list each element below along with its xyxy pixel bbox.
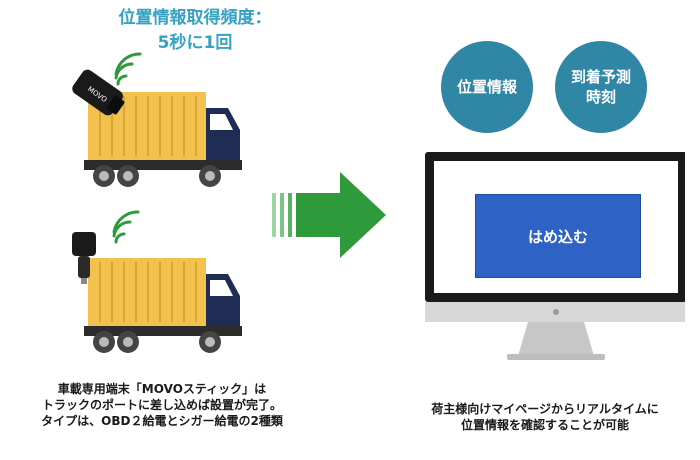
badge-line: 位置情報 [456, 78, 517, 96]
badge-line: 到着予測 [570, 68, 631, 86]
signal-icon [114, 52, 142, 86]
embed-screen: はめ込む [475, 194, 641, 278]
caption-line: 車載専用端末「MOVOスティック」は [57, 382, 267, 396]
truck-cigar [60, 210, 260, 360]
wheels [93, 165, 221, 187]
caption-line: 荷主様向けマイページからリアルタイムに [431, 402, 659, 416]
cigar-device-icon [72, 232, 96, 284]
heading-line-2: 5秒に1回 [157, 33, 233, 53]
truck-obd: MOVO [60, 52, 260, 200]
caption-line: トラックのポートに差し込めば設置が完了。 [41, 398, 282, 412]
caption-line: 位置情報を確認することが可能 [460, 418, 629, 432]
badge-line: 時刻 [585, 88, 616, 106]
wheels [93, 331, 221, 353]
flow-arrow-icon [272, 172, 388, 262]
eta-badge: 到着予測 時刻 [555, 41, 647, 133]
obd-stick-icon: MOVO [72, 69, 125, 116]
caption-line: タイプは、OBD２給電とシガー給電の2種類 [41, 414, 283, 428]
embed-label: はめ込む [527, 227, 588, 246]
frequency-heading: 位置情報取得頻度： 5秒に1回 [90, 6, 300, 56]
heading-line-1: 位置情報取得頻度： [118, 8, 272, 28]
mypage-caption: 荷主様向けマイページからリアルタイムに 位置情報を確認することが可能 [400, 401, 690, 433]
signal-icon [112, 210, 140, 244]
device-caption: 車載専用端末「MOVOスティック」は トラックのポートに差し込めば設置が完了。 … [22, 381, 302, 429]
location-info-badge: 位置情報 [441, 41, 533, 133]
